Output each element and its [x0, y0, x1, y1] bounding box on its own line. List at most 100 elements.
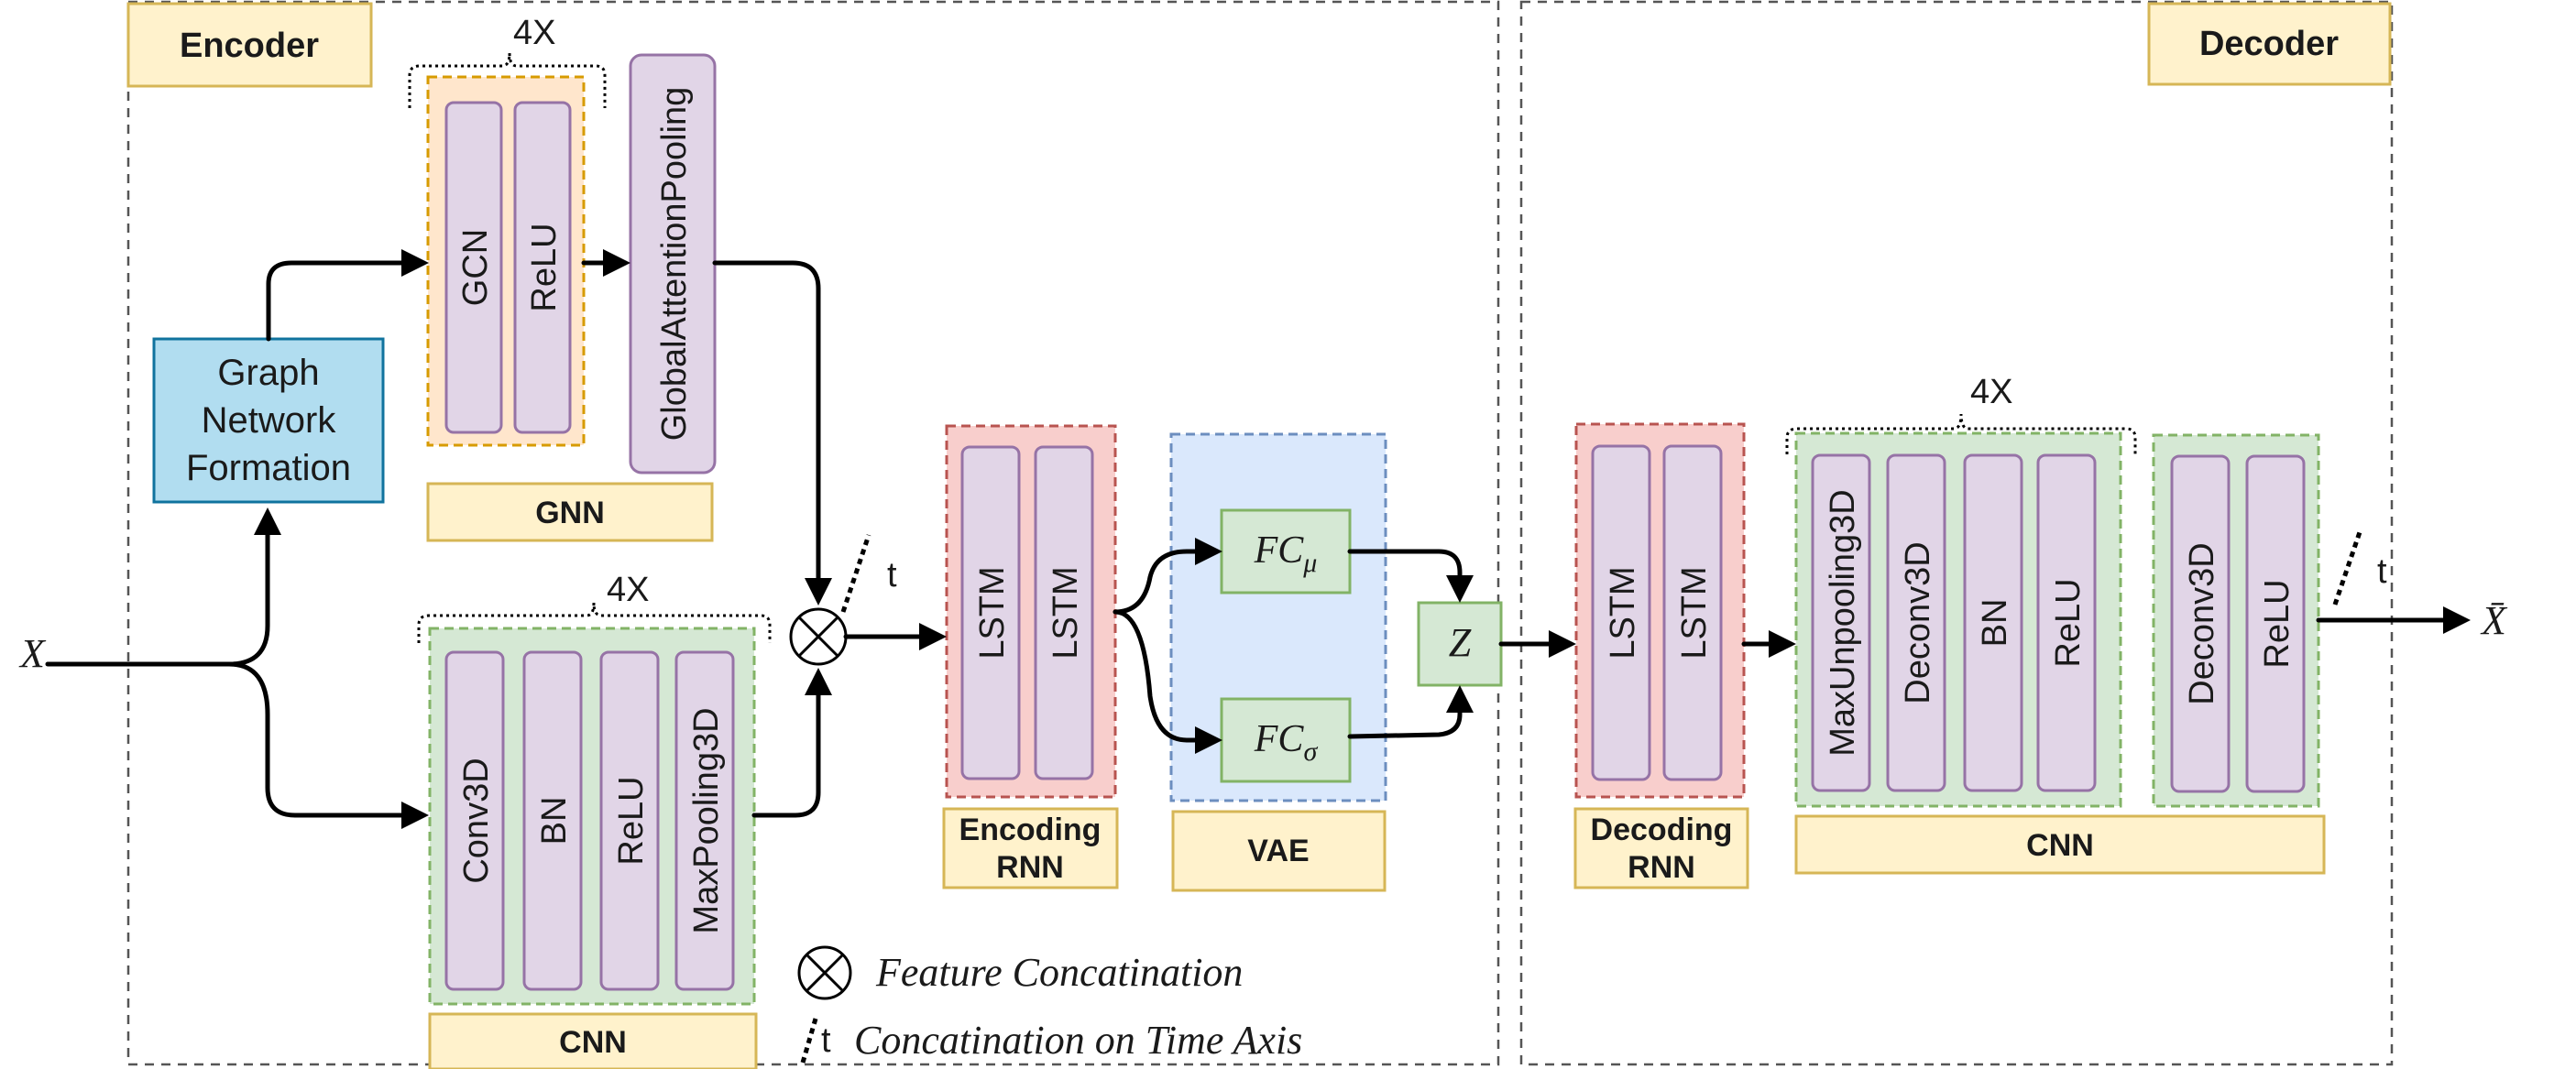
fc-sigma-to-z — [1347, 685, 1474, 739]
encoder-cnn-label-box: CNN — [428, 1012, 758, 1069]
decoding-lstm-1 — [1591, 444, 1651, 781]
encoder-cnn-label: CNN — [559, 1025, 627, 1060]
encoder-title-box: Encoder — [126, 2, 373, 88]
gnn-relu-layer — [513, 101, 572, 434]
encoder-time-concat-label: t — [887, 556, 897, 594]
feature-concat-node — [789, 607, 848, 666]
svg-text:FCσ: FCσ — [1254, 718, 1319, 767]
decoder-relu-layer-1 — [2036, 453, 2097, 792]
decoder-deconv3d-layer-2 — [2170, 454, 2231, 793]
encoder-title: Encoder — [180, 27, 319, 65]
decoder-deconv3d-label-1: Deconv3D — [1899, 541, 1937, 704]
latent-z-label: Z — [1449, 620, 1472, 665]
gnn-relu-label: ReLU — [525, 223, 564, 311]
svg-text:FCμ: FCμ — [1254, 529, 1318, 578]
connectors — [45, 249, 2471, 829]
encoding-rnn-block: LSTM LSTM — [945, 424, 1117, 799]
fc-mu-subscript: μ — [1302, 548, 1317, 578]
decoder-bn-layer — [1963, 453, 2023, 792]
graph-formation-line-2: Network — [202, 400, 337, 441]
maxpooling3d-label: MaxPooling3D — [687, 707, 726, 933]
legend-time-concat-text: Concatination on Time Axis — [854, 1018, 1302, 1063]
output-label: X̄ — [2480, 598, 2508, 643]
decoding-rnn-block: LSTM LSTM — [1574, 422, 1746, 799]
encoding-rnn-label-box: Encoding RNN — [942, 807, 1119, 889]
maxunpooling3d-layer — [1811, 453, 1871, 792]
fc-mu-to-z — [1347, 549, 1474, 603]
decoding-lstm-1-label: LSTM — [1604, 566, 1642, 659]
decoder-deconv3d-label-2: Deconv3D — [2183, 542, 2221, 704]
legend-feature-concat-text: Feature Concatination — [875, 950, 1243, 995]
gnn-label-box: GNN — [426, 482, 714, 542]
graph-formation-line-1: Graph — [217, 353, 319, 393]
decoder-deconv3d-layer-1 — [1886, 453, 1946, 792]
gnn-repeat-label: 4X — [513, 14, 555, 52]
decoder-relu-layer-2 — [2245, 454, 2306, 793]
decoder-cnn-label: CNN — [2026, 828, 2094, 863]
latent-z-box: Z — [1417, 601, 1503, 687]
graph-network-formation-box: Graph Network Formation — [152, 337, 385, 504]
legend-time-concat-marker: t — [821, 1021, 831, 1060]
decoder-cnn-label-box: CNN — [1794, 814, 2326, 875]
input-to-graph-formation — [226, 507, 281, 667]
encoder-relu-label: ReLU — [612, 776, 651, 865]
encoder-bn-label: BN — [535, 797, 574, 845]
decoding-rnn-label-line-1: Decoding — [1591, 813, 1733, 847]
decoder-time-concat-label: t — [2377, 552, 2387, 591]
decoder-title-box: Decoder — [2147, 2, 2392, 86]
decoder-relu-label-2: ReLU — [2258, 579, 2296, 668]
decoding-rnn-label-box: Decoding RNN — [1573, 807, 1749, 889]
legend-time-concat-marker-line — [800, 1018, 818, 1064]
decoder-time-concat-marker — [2332, 529, 2363, 605]
fc-mu-label: FC — [1254, 529, 1305, 572]
encoder-cnn-repeat-brace — [417, 602, 772, 643]
fc-sigma-subscript: σ — [1303, 736, 1318, 767]
encoder-relu-layer — [599, 650, 660, 991]
legend: Feature Concatination t Concatination on… — [797, 945, 1302, 1064]
gnn-block: GCN ReLU — [426, 75, 586, 447]
encoding-lstm-2 — [1034, 445, 1094, 780]
vae-label: VAE — [1247, 834, 1309, 868]
encoder-panel — [126, 0, 1500, 1066]
graph-formation-line-3: Formation — [186, 448, 351, 488]
decoder-panel — [1519, 0, 2394, 1066]
encoder-cnn-block: Conv3D BN ReLU MaxPooling3D — [428, 627, 756, 1006]
gcn-label: GCN — [456, 229, 495, 306]
decoding-lstm-2 — [1662, 444, 1723, 781]
fc-sigma-label: FC — [1254, 718, 1305, 760]
decoder-cnn-repeat-block: MaxUnpooling3D Deconv3D BN ReLU — [1794, 431, 2122, 808]
decoder-cnn-repeat-brace — [1785, 413, 2137, 454]
input-to-cnn — [226, 661, 429, 829]
decoding-lstm-2-label: LSTM — [1675, 566, 1714, 659]
encoder-bn-layer — [522, 650, 583, 991]
encoding-lstm-1 — [960, 445, 1021, 780]
encoding-rnn-label-line-1: Encoding — [959, 813, 1102, 847]
decoding-rnn-label-line-2: RNN — [1628, 850, 1695, 885]
conv3d-layer — [444, 650, 505, 991]
conv3d-label: Conv3D — [457, 758, 496, 883]
decoder-bn-label: BN — [1976, 599, 2014, 648]
maxunpooling3d-label: MaxUnpooling3D — [1824, 489, 1862, 757]
decoder-cnn-tail-block: Deconv3D ReLU — [2152, 433, 2320, 808]
graph-formation-to-gcn — [266, 249, 429, 342]
pooling-to-concat — [712, 260, 832, 605]
fc-sigma-box: FCσ — [1220, 697, 1352, 783]
cnn-to-concat — [751, 668, 832, 818]
encoding-lstm-1-label: LSTM — [973, 566, 1012, 659]
encoding-lstm-2-label: LSTM — [1047, 566, 1085, 659]
encoding-rnn-label-line-2: RNN — [996, 850, 1064, 885]
legend-feature-concat-icon — [797, 945, 852, 1000]
encoder-time-concat-marker — [840, 534, 871, 613]
encoder-cnn-repeat-label: 4X — [607, 571, 649, 609]
rnn-to-fc-sigma — [1113, 609, 1222, 754]
gcn-layer — [444, 101, 503, 434]
fc-mu-box: FCμ — [1220, 508, 1352, 594]
gnn-label: GNN — [535, 496, 605, 530]
decoder-cnn-repeat-label: 4X — [1970, 373, 2012, 411]
rnn-to-fc-mu — [1113, 538, 1222, 615]
maxpooling3d-layer — [674, 650, 735, 991]
vae-label-box: VAE — [1171, 810, 1387, 892]
global-attention-pooling-label: GlobalAttentionPooling — [655, 87, 694, 442]
decoder-relu-label-1: ReLU — [2049, 578, 2088, 667]
